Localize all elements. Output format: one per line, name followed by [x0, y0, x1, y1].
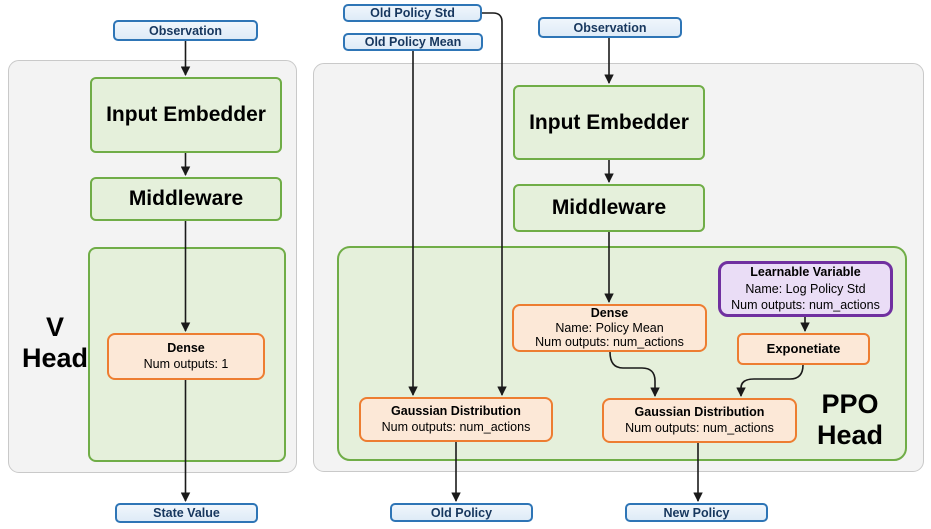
output-node-state-value: State Value [115, 503, 258, 523]
ppo-head-input-embedder: Input Embedder [513, 85, 705, 160]
ppo-head-dense-block: Dense Name: Policy Mean Num outputs: num… [512, 304, 707, 352]
output-node-old-policy: Old Policy [390, 503, 533, 522]
ppo-head-label-line2: Head [816, 420, 884, 450]
input-node-old-policy-std: Old Policy Std [343, 4, 482, 22]
input-node-observation-right: Observation [538, 17, 682, 38]
gaussian-distribution-new-block: Gaussian Distribution Num outputs: num_a… [602, 398, 797, 443]
v-head-dense-title: Dense [167, 341, 205, 355]
gaussian-new-title: Gaussian Distribution [634, 405, 765, 419]
v-head-dense-num-outputs: Num outputs: 1 [143, 356, 229, 371]
gaussian-new-num-outputs: Num outputs: num_actions [625, 420, 774, 435]
ppo-head-dense-name: Name: Policy Mean [555, 320, 664, 335]
v-head-label: V Head [10, 312, 100, 374]
gaussian-distribution-old-block: Gaussian Distribution Num outputs: num_a… [359, 397, 553, 442]
learnable-variable-block: Learnable Variable Name: Log Policy Std … [718, 261, 893, 317]
ppo-head-middleware: Middleware [513, 184, 705, 232]
v-head-input-embedder: Input Embedder [90, 77, 282, 153]
gaussian-old-num-outputs: Num outputs: num_actions [381, 419, 531, 434]
ppo-head-label: PPO Head [804, 389, 896, 451]
exponetiate-block: Exponetiate [737, 333, 870, 365]
input-node-observation-left: Observation [113, 20, 258, 41]
gaussian-old-title: Gaussian Distribution [391, 404, 521, 418]
v-head-label-line1: V [45, 312, 64, 342]
ppo-head-label-line1: PPO [821, 389, 879, 419]
input-node-old-policy-mean: Old Policy Mean [343, 33, 483, 51]
output-node-new-policy: New Policy [625, 503, 768, 522]
learnable-variable-num-outputs: Num outputs: num_actions [731, 298, 880, 313]
learnable-variable-name: Name: Log Policy Std [745, 281, 866, 296]
v-head-label-line2: Head [21, 343, 89, 373]
v-head-dense-block: Dense Num outputs: 1 [107, 333, 265, 380]
v-head-middleware: Middleware [90, 177, 282, 221]
ppo-head-dense-num-outputs: Num outputs: num_actions [535, 335, 684, 350]
ppo-head-dense-title: Dense [590, 306, 629, 321]
learnable-variable-title: Learnable Variable [750, 265, 861, 280]
